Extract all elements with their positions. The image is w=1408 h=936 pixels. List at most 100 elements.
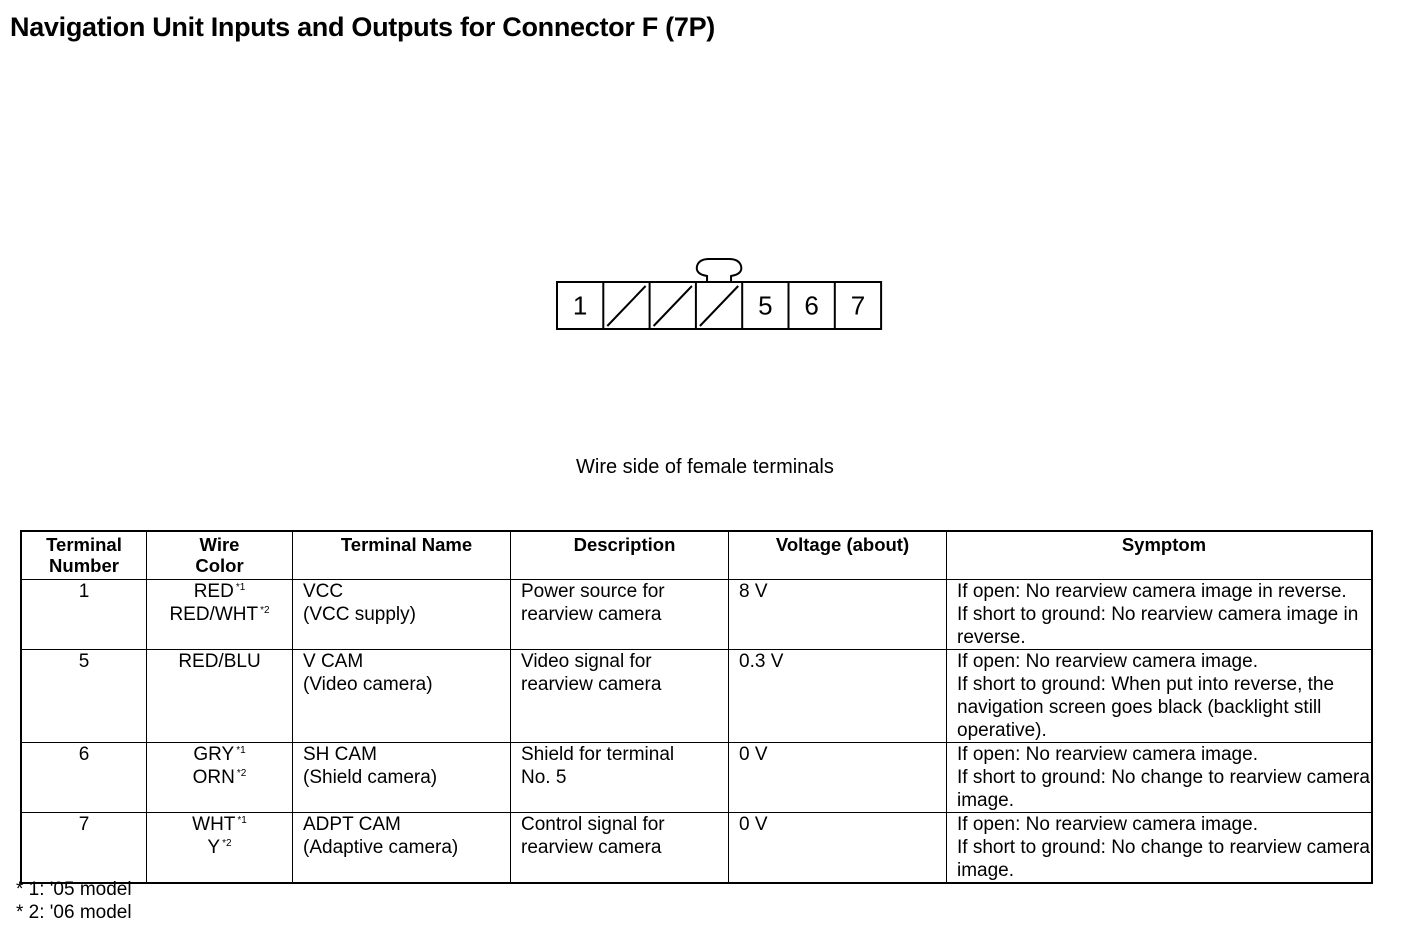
voltage-cell: 0.3 V [728,649,947,743]
header-description: Description [510,531,729,580]
terminal-number-cell: 7 [20,812,147,884]
wire-color-note: *2 [260,604,270,616]
empty-cavity-mark [606,285,647,327]
empty-cavity-mark [652,285,693,327]
description-line: Video signal for [521,651,652,672]
header-voltage: Voltage (about) [728,531,947,580]
wire-color-entry: GRY*1 [147,743,292,766]
terminal-name-line: VCC [303,581,344,602]
wire-color-note: *1 [235,581,246,593]
terminal-name-line: (Shield camera) [303,767,438,788]
cavity-number: 6 [804,291,818,321]
terminal-name-cell: SH CAM(Shield camera) [292,742,511,813]
description-line: No. 5 [521,767,567,788]
symptom-line: If short to ground: When put into revers… [957,674,1335,741]
voltage-value: 0.3 V [739,651,784,672]
wire-color: GRY [193,744,235,765]
table-header-row: Terminal Number Wire Color Terminal Name… [20,531,1373,580]
description-line: rearview camera [521,674,662,695]
description-line: rearview camera [521,604,662,625]
terminal-name-line: ADPT CAM [303,814,401,835]
footnote-2: * 2: '06 model [16,902,132,923]
wire-color-note: *1 [237,814,247,826]
connector-lock-tab [695,258,743,282]
terminal-number-cell: 1 [20,579,147,650]
empty-cavity-mark [699,285,739,327]
symptom-cell: If open: No rearview camera image.If sho… [946,812,1373,884]
terminal-name-cell: VCC(VCC supply) [292,579,511,650]
connector-caption: Wire side of female terminals [576,456,834,478]
terminal-name-cell: ADPT CAM(Adaptive camera) [292,812,511,884]
voltage-value: 8 V [739,581,768,602]
voltage-cell: 0 V [728,812,947,884]
header-wire-color-line1: Wire [199,534,240,555]
wire-color: Y [207,837,221,858]
cavity-number: 1 [573,291,587,321]
wire-color-entry: RED/BLU [147,650,292,673]
wire-color-entry: RED/WHT*2 [147,603,292,626]
footnote-1: * 1: '05 model [16,879,132,900]
cavity-number: 7 [851,291,865,321]
terminal-name-line: V CAM [303,651,364,672]
wire-color-entry: ORN*2 [147,766,292,789]
cavity-number: 5 [758,291,772,321]
terminal-number: 6 [78,744,90,765]
wire-color: RED/WHT [169,604,259,625]
wire-color-entry: RED*1 [147,580,292,603]
wire-color: WHT [192,814,236,835]
terminal-number-cell: 5 [20,649,147,743]
header-terminal-number: Terminal Number [20,531,147,580]
voltage-cell: 0 V [728,742,947,813]
symptom-cell: If open: No rearview camera image.If sho… [946,742,1373,813]
header-wire-color: Wire Color [146,531,293,580]
connector-body [556,281,883,330]
footnotes: * 1: '05 model * 2: '06 model [16,878,132,924]
symptom-line: If short to ground: No change to rearvie… [957,837,1370,881]
io-table: Terminal Number Wire Color Terminal Name… [20,530,1373,884]
wire-color: RED [193,581,234,602]
symptom-line: If open: No rearview camera image. [957,744,1258,765]
description-line: Shield for terminal [521,744,675,765]
terminal-number: 5 [78,651,90,672]
wire-color: RED/BLU [178,651,261,672]
symptom-line: If short to ground: No change to rearvie… [957,767,1370,811]
wire-color-entry: Y*2 [147,836,292,859]
terminal-name-line: (VCC supply) [303,604,416,625]
page-title: Navigation Unit Inputs and Outputs for C… [10,12,715,42]
description-line: rearview camera [521,837,662,858]
header-terminal-number-line2: Number [49,555,119,576]
terminal-name-line: SH CAM [303,744,377,765]
header-terminal-number-line1: Terminal [46,534,122,555]
voltage-value: 0 V [739,814,768,835]
terminal-name-cell: V CAM(Video camera) [292,649,511,743]
header-terminal-name: Terminal Name [292,531,511,580]
header-wire-color-line2: Color [195,555,244,576]
description-line: Power source for [521,581,665,602]
symptom-line: If open: No rearview camera image in rev… [957,581,1347,602]
symptom-line: If open: No rearview camera image. [957,651,1258,672]
wire-color-entry: WHT*1 [147,813,292,836]
terminal-name-line: (Video camera) [303,674,433,695]
symptom-cell: If open: No rearview camera image in rev… [946,579,1373,650]
symptom-line: If open: No rearview camera image. [957,814,1258,835]
wire-color-note: *1 [236,744,246,756]
terminal-number: 7 [78,814,90,835]
terminal-name-line: (Adaptive camera) [303,837,459,858]
terminal-number-cell: 6 [20,742,147,813]
wire-color-cell: RED/BLU [146,649,293,743]
symptom-cell: If open: No rearview camera image.If sho… [946,649,1373,743]
description-line: Control signal for [521,814,665,835]
wire-color-note: *2 [236,767,247,779]
